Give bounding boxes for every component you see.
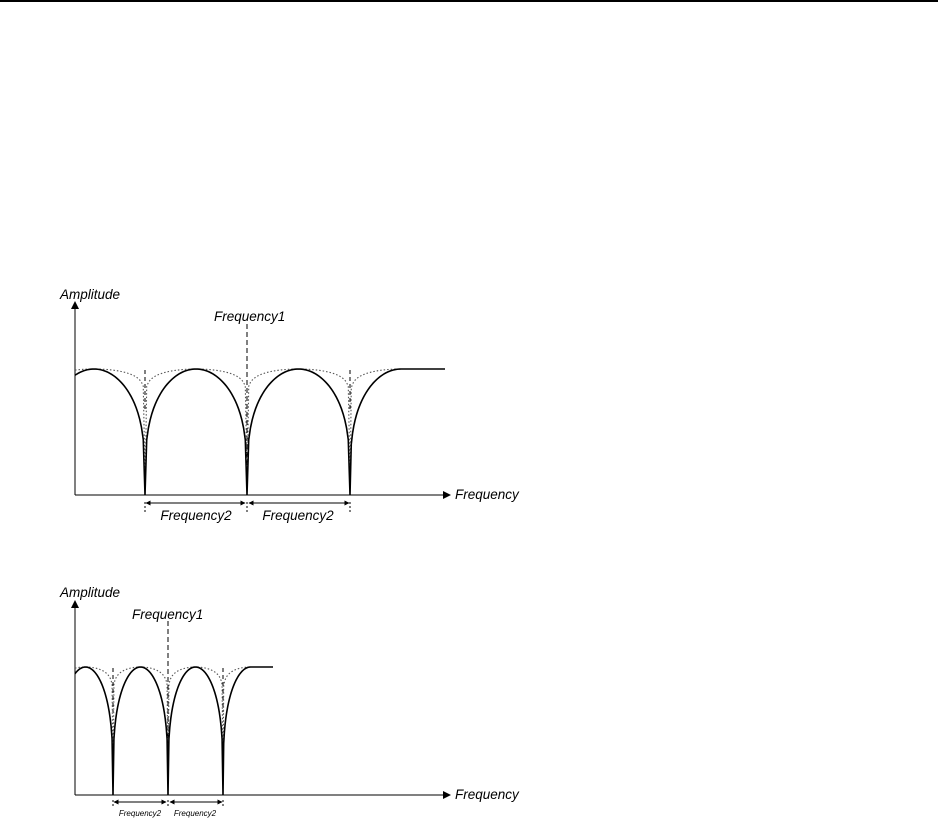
spacing-label: Frequency2 bbox=[174, 809, 217, 818]
top-rule bbox=[0, 0, 938, 2]
x-axis-label: Frequency bbox=[455, 487, 520, 502]
narrow-response-curve bbox=[74, 368, 445, 496]
wide-response-curve bbox=[74, 666, 273, 796]
frequency1-label: Frequency1 bbox=[214, 309, 285, 324]
spacing-label: Frequency2 bbox=[119, 809, 162, 818]
frequency1-label: Frequency1 bbox=[132, 607, 203, 622]
diagram-2: Amplitude Frequency Frequency1 Frequency… bbox=[59, 585, 520, 818]
diagram-1: Amplitude Frequency Frequency1 Frequency… bbox=[59, 287, 520, 523]
x-axis-label: Frequency bbox=[455, 787, 520, 802]
wide-response-curve bbox=[74, 368, 445, 496]
y-axis-label: Amplitude bbox=[59, 287, 120, 302]
narrow-response-curve bbox=[74, 666, 273, 796]
spacing-label: Frequency2 bbox=[160, 508, 232, 523]
y-axis-label: Amplitude bbox=[59, 585, 120, 600]
spacing-label: Frequency2 bbox=[262, 508, 334, 523]
